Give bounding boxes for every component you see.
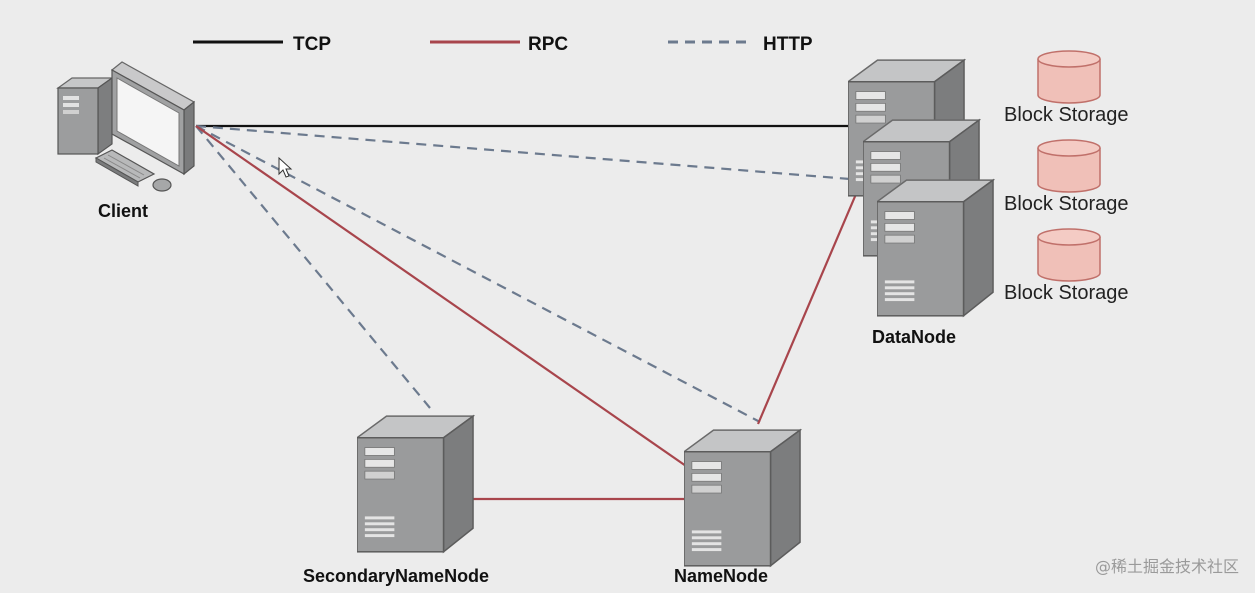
block-storage-label: Block Storage xyxy=(1004,193,1129,215)
client-node[interactable]: Client xyxy=(56,61,196,221)
server-tower-icon xyxy=(684,429,801,567)
block-storage-label: Block Storage xyxy=(1004,104,1129,126)
database-cylinder-icon xyxy=(1037,228,1101,282)
http-connection-client-secondary xyxy=(195,125,431,409)
watermark: @稀土掘金技术社区 xyxy=(1094,557,1239,576)
server-tower-icon xyxy=(877,179,994,317)
http-connection-client-datanode xyxy=(195,124,863,182)
desktop-computer-icon xyxy=(56,61,196,192)
datanode-label: DataNode xyxy=(872,327,956,347)
database-cylinder-icon xyxy=(1037,139,1101,193)
legend-item-tcp: TCP xyxy=(193,34,331,55)
legend-label-http: HTTP xyxy=(763,34,813,55)
legend-item-rpc: RPC xyxy=(430,34,568,55)
legend-item-http: HTTP xyxy=(668,34,813,55)
namenode-label: NameNode xyxy=(674,566,768,586)
block-storage-group: Block Storage Block Storage Block Storag… xyxy=(1004,50,1129,304)
connections xyxy=(195,124,864,501)
database-cylinder-icon xyxy=(1037,50,1101,104)
secondary-namenode-label: SecondaryNameNode xyxy=(303,566,489,586)
server-tower-icon xyxy=(357,415,474,553)
legend: TCP RPC HTTP xyxy=(193,34,813,55)
block-storage-2: Block Storage xyxy=(1004,139,1129,215)
block-storage-3: Block Storage xyxy=(1004,228,1129,304)
namenode-node[interactable]: NameNode xyxy=(674,429,801,586)
rpc-connection-namenode-datanode xyxy=(756,179,864,425)
mouse-cursor-icon xyxy=(278,156,293,178)
rpc-connection-client-namenode xyxy=(195,125,687,467)
block-storage-1: Block Storage xyxy=(1004,50,1129,126)
datanode-stack[interactable]: DataNode xyxy=(848,59,994,347)
legend-label-rpc: RPC xyxy=(528,34,568,55)
http-connection-client-namenode xyxy=(195,125,761,423)
block-storage-label: Block Storage xyxy=(1004,282,1129,304)
secondary-namenode-node[interactable]: SecondaryNameNode xyxy=(303,415,489,586)
legend-label-tcp: TCP xyxy=(293,34,331,55)
client-label: Client xyxy=(98,201,148,221)
